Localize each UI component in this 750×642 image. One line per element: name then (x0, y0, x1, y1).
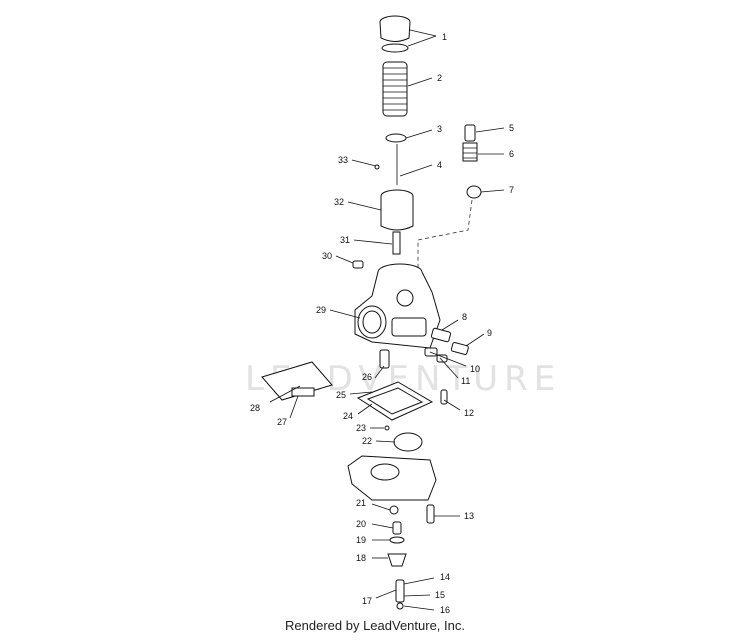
spring-part (382, 61, 408, 117)
fitting-part (462, 124, 482, 199)
plate-part (261, 361, 333, 401)
leader-lines (269, 29, 505, 611)
gasket-part (356, 381, 434, 421)
callout-19: 19 (356, 535, 366, 545)
callout-8: 8 (462, 312, 467, 322)
nozzle-part (379, 349, 390, 369)
callout-13: 13 (464, 511, 474, 521)
footer-credit: Rendered by LeadVenture, Inc. (285, 618, 465, 633)
callout-2: 2 (437, 73, 442, 83)
callout-17: 17 (362, 596, 372, 606)
callout-27: 27 (277, 417, 287, 427)
callout-7: 7 (509, 185, 514, 195)
callout-6: 6 (509, 149, 514, 159)
float-bowl-part (347, 455, 437, 501)
callout-30: 30 (322, 251, 332, 261)
callout-33: 33 (338, 155, 348, 165)
callout-28: 28 (250, 403, 260, 413)
jet-needle-part (392, 231, 401, 255)
callout-15: 15 (435, 590, 445, 600)
callout-labels: 1 2 3 4 5 6 7 8 9 10 11 12 13 14 15 16 1… (250, 32, 514, 615)
callout-20: 20 (356, 519, 366, 529)
carburetor-body-part (354, 263, 441, 349)
hose-line (417, 199, 473, 290)
callout-3: 3 (437, 124, 442, 134)
clip-part (385, 133, 407, 143)
float-part (384, 425, 423, 452)
callout-5: 5 (509, 123, 514, 133)
callout-32: 32 (334, 197, 344, 207)
callout-4: 4 (437, 160, 442, 170)
bowl-screw-part (426, 504, 435, 524)
callout-11: 11 (461, 376, 470, 386)
callout-14: 14 (440, 572, 450, 582)
slide-part (380, 189, 414, 231)
callout-26: 26 (362, 372, 372, 382)
callout-1: 1 (442, 32, 447, 42)
callout-24: 24 (343, 411, 353, 421)
callout-23: 23 (356, 423, 366, 433)
callout-21: 21 (356, 498, 366, 508)
callout-12: 12 (464, 408, 474, 418)
cap-part (379, 15, 411, 53)
jet-stack-part (387, 505, 407, 567)
callout-25: 25 (336, 390, 346, 400)
callout-16: 16 (440, 605, 450, 615)
callout-22: 22 (362, 436, 372, 446)
callout-10: 10 (470, 364, 480, 374)
callout-18: 18 (356, 553, 366, 563)
callout-9: 9 (487, 328, 492, 338)
drain-part (395, 579, 405, 610)
callout-29: 29 (316, 305, 326, 315)
screw-part (352, 260, 364, 269)
callout-31: 31 (340, 235, 350, 245)
